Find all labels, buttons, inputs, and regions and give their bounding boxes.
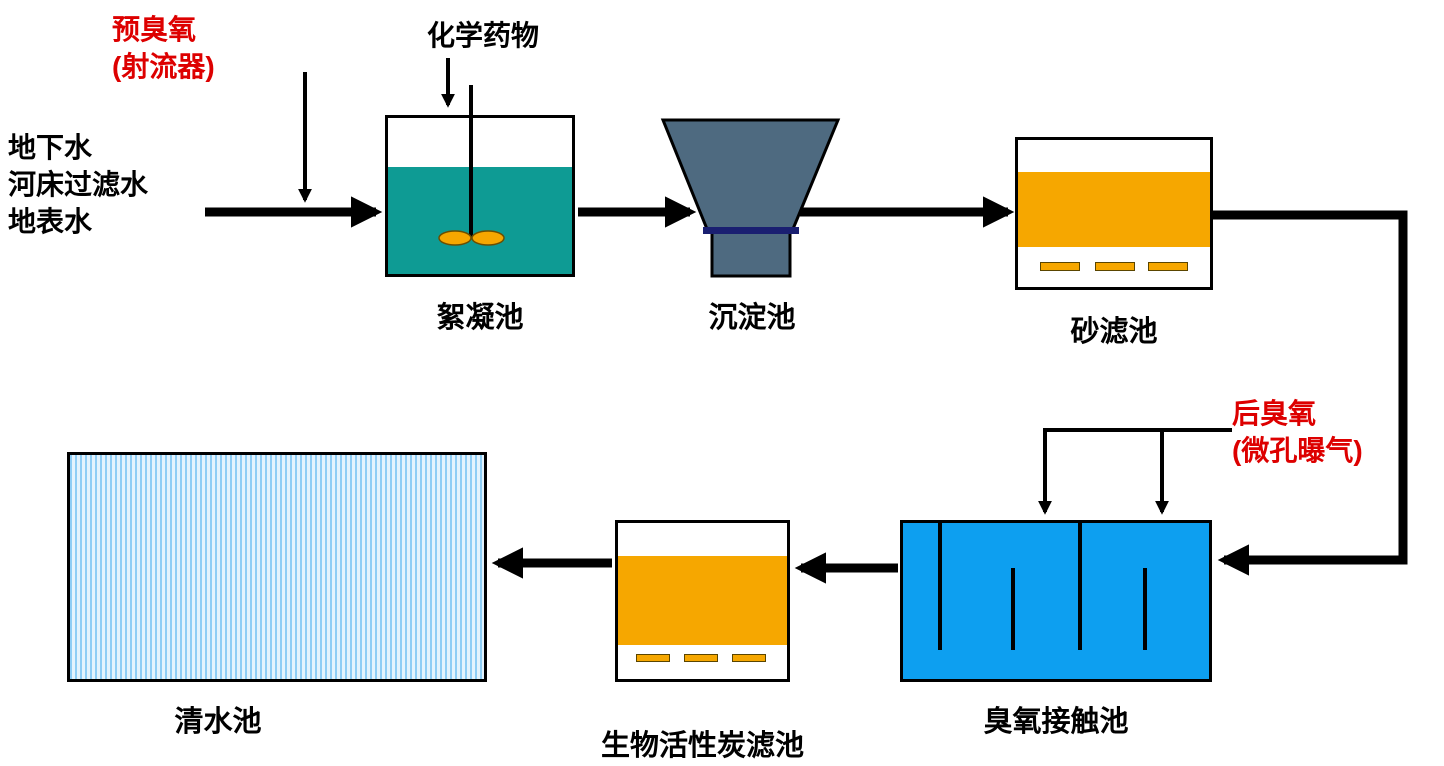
flocculation-tank bbox=[385, 115, 575, 277]
bac-filter-nozzle bbox=[636, 654, 670, 662]
bac-filter-tank bbox=[615, 520, 790, 682]
flocculation-water bbox=[388, 167, 572, 274]
clear-water-tank bbox=[67, 452, 487, 682]
ozone-baffle bbox=[1078, 523, 1082, 650]
bac-filter-nozzle bbox=[732, 654, 766, 662]
post-ozone-label: 后臭氧 (微孔曝气) bbox=[1232, 396, 1363, 470]
post-ozone-line2: (微孔曝气) bbox=[1232, 434, 1363, 466]
sedimentation-label: 沉淀池 bbox=[708, 302, 796, 334]
influent-line3: 地表水 bbox=[8, 205, 93, 237]
ozone-baffle bbox=[1143, 568, 1147, 650]
ozone-contact-label: 臭氧接触池 bbox=[983, 706, 1129, 738]
bac-filter-label: 生物活性炭滤池 bbox=[600, 730, 804, 762]
sedimentation-funnel bbox=[660, 118, 841, 278]
flocculation-label: 絮凝池 bbox=[436, 302, 524, 334]
pre-ozone-line1: 预臭氧 bbox=[112, 14, 197, 45]
ozone-baffle bbox=[938, 523, 942, 650]
sand-filter-nozzle bbox=[1148, 262, 1188, 271]
influent-label: 地下水 河床过滤水 地表水 bbox=[8, 130, 148, 241]
chemical-label: 化学药物 bbox=[427, 20, 540, 51]
ozone-baffle bbox=[1011, 568, 1015, 650]
sand-filter-label: 砂滤池 bbox=[1070, 316, 1158, 348]
sand-filter-media bbox=[1018, 172, 1210, 247]
clear-water-label: 清水池 bbox=[174, 706, 262, 738]
funnel-throat-line bbox=[703, 227, 799, 234]
ozone-contact-tank bbox=[900, 520, 1212, 682]
bac-filter-nozzle bbox=[684, 654, 718, 662]
influent-line1: 地下水 bbox=[8, 132, 93, 163]
pre-ozone-label: 预臭氧 (射流器) bbox=[112, 12, 215, 86]
arrow-sand-to-ozone bbox=[1213, 210, 1408, 576]
influent-line2: 河床过滤水 bbox=[8, 168, 149, 200]
bac-filter-media bbox=[618, 556, 787, 645]
post-ozone-line1: 后臭氧 bbox=[1232, 398, 1317, 429]
sand-filter-nozzle bbox=[1040, 262, 1080, 271]
sand-filter-tank bbox=[1015, 137, 1213, 290]
sand-filter-nozzle bbox=[1095, 262, 1135, 271]
pre-ozone-line2: (射流器) bbox=[112, 50, 215, 82]
